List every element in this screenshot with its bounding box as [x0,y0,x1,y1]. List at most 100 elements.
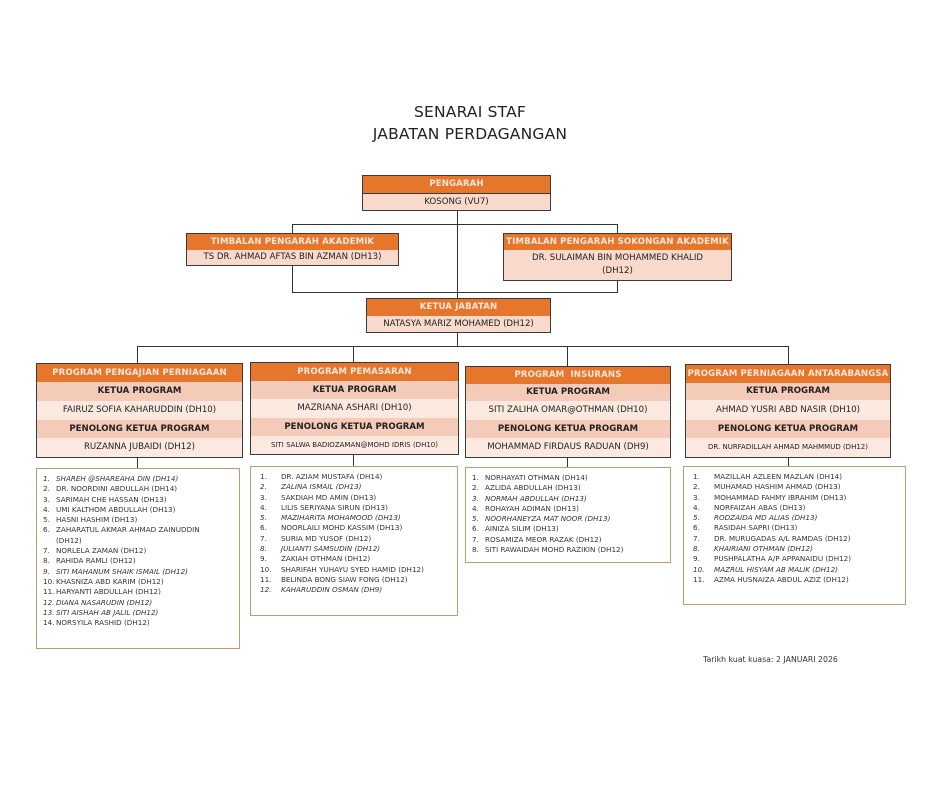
program-title: PROGRAM INSURANS [466,367,670,384]
staff-number: 1. [693,472,700,481]
staff-list-item: 5. HASNI HASHIM (DH13) [43,515,239,525]
staff-number: 2. [472,483,479,493]
staff-number: 3. [260,492,267,502]
staff-number: 10. [693,564,705,574]
staff-list-item: 3.SARIMAH CHE HASSAN (DH13) [43,495,239,505]
staff-list-item: 11.AZMA HUSNAIZA ABDUL AZIZ (DH12) [693,575,905,585]
penolong-ketua-label: PENOLONG KETUA PROGRAM [686,420,890,438]
staff-list-item: 3.NORMAH ABDULLAH (DH13) [472,494,670,504]
connector [137,458,138,468]
program-box-pemasaran: PROGRAM PEMASARAN KETUA PROGRAM MAZRIANA… [250,362,459,455]
staff-number: 7. [472,534,479,544]
staff-number: 10. [260,564,272,574]
staff-name: KAHARUDDIN OSMAN (DH9) [281,585,383,595]
staff-list-item: 2.MUHAMAD HASHIM AHMAD (DH13) [693,482,905,492]
staff-list-item: 4.ROHAYAH ADIMAN (DH13) [472,504,670,514]
connector [457,332,458,346]
staff-list-item: 11.HARYANTI ABDULLAH (DH12) [43,587,239,597]
staff-list-item: 6. AINIZA SILIM (DH13) [472,524,670,534]
ketua-program-name: AHMAD YUSRI ABD NASIR (DH10) [686,400,890,420]
penolong-ketua-label: PENOLONG KETUA PROGRAM [251,418,458,436]
staff-number: 12. [260,585,272,595]
staff-list-pengajian-perniagaan: 1.SHAREH @SHAREAHA DIN (DH14)2.DR. NOORD… [36,468,240,649]
staff-list-item: 7.SURIA MD YUSOF (DH12) [260,534,457,544]
timbalan-akademik-name: TS DR. AHMAD AFTAS BIN AZMAN (DH13) [203,252,382,262]
staff-number: 8. [43,556,50,566]
program-title: PROGRAM PEMASARAN [251,363,458,381]
staff-list-item: 1.SHAREH @SHAREAHA DIN (DH14) [43,474,239,484]
staff-number: 8. [693,544,700,554]
staff-number: 6. [472,524,479,534]
staff-number: 4. [693,502,700,512]
staff-list-item: 8.KHAIRIANI OTHMAN (DH12) [693,544,905,554]
staff-name: NORLELA ZAMAN (DH12) [56,546,147,556]
staff-name: JULIANTI SAMSUDIN (DH12) [281,544,381,554]
connector [292,292,618,293]
connector [137,346,789,347]
staff-number: 12. [43,597,55,607]
staff-list-item: 9.ZAKIAH OTHMAN (DH12) [260,554,457,564]
staff-name: NOORHANEYZA MAT NOOR (DH13) [485,514,611,524]
staff-number: 6. [43,525,50,535]
staff-list-item: (DH12) [43,536,239,546]
staff-name: SITI RAWAIDAH MOHD RAZIKIN (DH12) [485,545,624,555]
staff-number: 9. [693,554,700,564]
ketua-jabatan-title: KETUA JABATAN [367,299,550,316]
program-box-perniagaan-antarabangsa: PROGRAM PERNIAGAAN ANTARABANGSA KETUA PR… [685,364,891,458]
ketua-program-name: SITI ZALIHA OMAR@OTHMAN (DH10) [466,401,670,420]
staff-name: HASNI HASHIM (DH13) [56,515,138,525]
staff-number: 3. [43,494,50,504]
staff-list-item: 1.MAZILLAH AZLEEN MAZLAN (DH14) [693,472,905,482]
staff-number: 8. [260,544,267,554]
ketua-program-label: KETUA PROGRAM [686,383,890,400]
staff-list-item: 3.MOHAMMAD FAHMY IBRAHIM (DH13) [693,493,905,503]
connector [788,457,789,466]
staff-number: 6. [260,523,267,533]
page-title-line1: SENARAI STAF [413,103,527,121]
staff-number: 1. [472,473,479,482]
staff-list-item: 4. LILIS SERIYANA SIRUN (DH13) [260,503,457,513]
connector [137,346,138,363]
staff-number: 5. [43,515,50,525]
staff-number: 4. [43,504,50,514]
staff-list-item: 8.SITI RAWAIDAH MOHD RAZIKIN (DH12) [472,545,670,555]
staff-list-item: 7.DR. MURUGADAS A/L RAMDAS (DH12) [693,534,905,544]
staff-name: LILIS SERIYANA SIRUN (DH13) [281,502,388,512]
connector [353,454,354,466]
staff-name: SURIA MD YUSOF (DH12) [281,533,372,543]
staff-list-item: 10.MAZRUL HISYAM AB MALIK (DH12) [693,565,905,575]
ketua-jabatan-name: NATASYA MARIZ MOHAMED (DH12) [383,319,534,329]
penolong-ketua-name: SITI SALWA BADIOZAMAN@MOHD IDRIS (DH10) [251,436,458,454]
penolong-ketua-label: PENOLONG KETUA PROGRAM [37,420,242,438]
staff-number: 11. [260,574,272,584]
connector [567,346,568,366]
staff-list-item: 12. KAHARUDDIN OSMAN (DH9) [260,585,457,595]
staff-name: (DH12) [56,535,82,545]
penolong-ketua-name: DR. NURFADILLAH AHMAD MAHMMUD (DH12) [686,438,890,457]
staff-number: 10. [43,576,55,586]
connector [457,209,458,299]
staff-name: NORSYILA RASHID (DH12) [56,618,150,628]
staff-name: NORFAIZAH ABAS (DH13) [714,502,806,512]
connector [788,346,789,364]
staff-number: 7. [43,546,50,556]
ketua-jabatan-box: KETUA JABATAN NATASYA MARIZ MOHAMED (DH1… [366,298,551,333]
staff-name: ZAKIAH OTHMAN (DH12) [281,554,371,564]
connector [292,266,293,292]
staff-number: 11. [693,574,705,584]
staff-name: RASIDAH SAPRI (DH13) [714,523,798,533]
staff-number: 13. [43,607,55,617]
staff-list-item: 5.NOORHANEYZA MAT NOOR (DH13) [472,514,670,524]
staff-list-item: 1.DR. AZIAM MUSTAFA (DH14) [260,472,457,482]
staff-name: NOORLAILI MOHD KASSIM (DH13) [281,523,403,533]
staff-name: AINIZA SILIM (DH13) [485,524,559,534]
staff-number: 11. [43,587,55,597]
staff-list-item: 2.DR. NOORDINI ABDULLAH (DH14) [43,484,239,494]
pengarah-title: PENGARAH [363,176,550,193]
staff-number: 4. [260,502,267,512]
ketua-program-label: KETUA PROGRAM [466,384,670,401]
staff-name: DIANA NASARUDIN (DH12) [56,597,153,607]
staff-number: 14. [43,618,55,628]
staff-list-item: 13.SITI AISHAH AB JALIL (DH12) [43,608,239,618]
staff-list-item: 7.ROSAMIZA MEOR RAZAK (DH12) [472,535,670,545]
